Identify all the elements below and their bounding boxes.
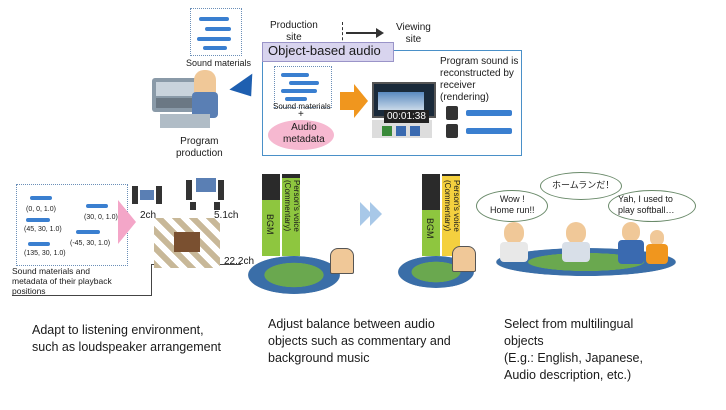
commentator-avatar [452,246,476,272]
meter-voice-fill [442,176,460,256]
speaker-icon [446,124,458,138]
commentator-avatar [330,248,354,274]
output-wave [466,110,512,116]
bracket-line-vertical [151,264,152,296]
materials-caption: Sound materials and metadata of their pl… [12,266,112,296]
lightblue-arrow [360,202,372,226]
meter-bgm-label: BGM [425,218,435,239]
speaker-arrangement-2ch [128,182,168,210]
blue-arrow [229,73,263,105]
coord-label: (135, 30, 1.0) [24,250,66,257]
site-arrow-head [376,28,384,38]
pause-button-icon [396,126,406,136]
sound-materials-label: Sound materials [186,58,252,68]
label-222ch: 22.2ch [224,256,255,267]
inner-sound-materials-label: Sound materials [273,102,331,111]
right-caption: Select from multilingual objects (E.g.: … [504,317,643,382]
left-caption: Adapt to listening environment, such as … [32,323,222,354]
pink-arrow [118,200,136,244]
meter-bgm-label: BGM [265,214,275,235]
speaker-icon [446,106,458,120]
reconstruct-text: Program sound is reconstructed by receiv… [440,56,519,103]
meter-voice-label: Person's voice (Commentary) [443,180,461,232]
meter-bgm-fill [262,200,280,256]
materials-wave [28,242,50,246]
speaker-arrangement-51ch [186,176,226,210]
sound-materials-box [190,8,242,56]
mixing-console-illustration [152,70,222,130]
meter-bgm-fill [422,210,440,256]
middle-caption: Adjust balance between audio objects suc… [268,317,451,365]
audio-metadata-bubble [268,120,334,150]
materials-wave [26,218,50,222]
label-2ch: 2ch [140,210,157,221]
orange-arrow-head [354,84,368,118]
label-51ch: 5.1ch [214,210,239,221]
meter-voice-label: Person's voice (Commentary) [283,180,301,232]
meter-voice-fill [282,178,300,256]
object-audio-title: Object-based audio [268,43,381,58]
bubble-japanese-text: ホームランだ！ [552,180,615,190]
audio-metadata-label: Audio metadata [283,122,325,145]
play-button-icon [382,126,392,136]
speech-bubble-description [608,190,696,222]
stadium-illustration [248,256,340,294]
output-wave [466,128,512,134]
object-audio-title-tab [262,42,394,62]
timecode: 00:01:38 [384,110,429,123]
lightblue-arrow [370,202,382,226]
speaker-arrangement-222ch [154,218,220,268]
speech-bubble-japanese [540,172,622,200]
program-production-label: Program production [176,136,223,159]
inner-sound-materials-box [274,66,332,108]
speech-bubble-english [476,190,548,222]
materials-wave [76,230,100,234]
bracket-line [12,295,152,296]
bubble-english-text: Wow ! Home run!! [490,194,535,215]
announcers-illustration [496,222,696,280]
coord-label: (-45, 30, 1.0) [70,240,111,247]
coord-label: (0, 0, 1.0) [26,206,56,213]
plus-sign: + [298,109,304,120]
viewing-site-label: Viewing site [396,22,431,45]
materials-wave [30,196,52,200]
materials-wave [86,204,108,208]
orange-arrow [340,92,354,110]
production-site-label: Production site [270,20,318,43]
stop-button-icon [410,126,420,136]
coord-label: (30, 0, 1.0) [84,214,118,221]
site-arrow [346,32,378,34]
bubble-description-text: Yah, I used to play softball… [618,194,675,215]
coord-label: (45, 30, 1.0) [24,226,62,233]
